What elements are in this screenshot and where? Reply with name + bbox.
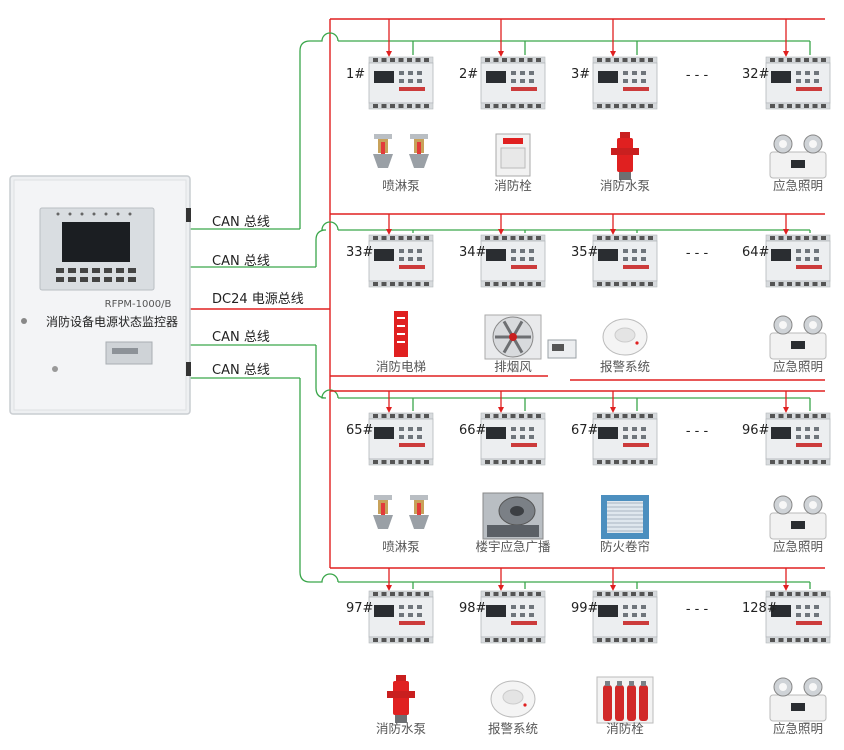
hydrant-icon (387, 675, 415, 723)
module-id-label: 1# (346, 67, 365, 82)
device-label: 排烟风 (494, 359, 532, 374)
can-bus-label-1: CAN 总线 (212, 215, 270, 230)
emergency-light-icon (769, 495, 827, 540)
module-id-label: 2# (459, 67, 478, 82)
device-label: 防火卷帘 (600, 539, 650, 554)
monitor-module (765, 412, 831, 466)
emergency-light-icon (769, 315, 827, 360)
device-label: 应急照明 (773, 539, 823, 554)
device-label: 消防水泵 (600, 178, 650, 193)
can-bus-label-3: CAN 总线 (212, 330, 270, 345)
monitor-module (368, 590, 434, 644)
monitor-module (592, 412, 658, 466)
module-id-label: 99# (571, 601, 598, 616)
module-id-label: 3# (571, 67, 590, 82)
ellipsis-label: - - - (686, 424, 709, 439)
monitor-module (765, 56, 831, 110)
module-id-label: 34# (459, 245, 486, 260)
ellipsis-label: - - - (686, 68, 709, 83)
monitor-module (480, 56, 546, 110)
adapter-box (547, 339, 577, 359)
module-id-label: 128# (742, 601, 778, 616)
device-label: 消防栓 (606, 721, 644, 736)
monitor-module (592, 590, 658, 644)
gas-cylinder-icon (596, 676, 654, 724)
sprinkler-icon (373, 495, 429, 529)
monitor-module (480, 234, 546, 288)
monitor-module (480, 412, 546, 466)
fire-elevator-sign-icon (394, 311, 408, 357)
ellipsis-label: - - - (686, 246, 709, 261)
device-label: 应急照明 (773, 721, 823, 736)
controller-model-label: RFPM-1000/B (105, 299, 172, 310)
module-id-label: 33# (346, 245, 373, 260)
monitor-module (480, 590, 546, 644)
fire-shutter-icon (601, 495, 649, 539)
device-label: 喷淋泵 (382, 178, 420, 193)
device-label: 报警系统 (600, 359, 650, 374)
device-label: 消防栓 (494, 178, 532, 193)
device-label: 报警系统 (488, 721, 538, 736)
module-id-label: 66# (459, 423, 486, 438)
bus-wiring (190, 18, 825, 591)
module-id-label: 35# (571, 245, 598, 260)
can-bus-label-2: CAN 总线 (212, 254, 270, 269)
monitor-module (368, 412, 434, 466)
device-label: 应急照明 (773, 359, 823, 374)
monitor-module (592, 56, 658, 110)
monitor-module (368, 234, 434, 288)
emergency-light-icon (769, 677, 827, 722)
controller-name-label: 消防设备电源状态监控器 (46, 314, 178, 329)
module-id-label: 96# (742, 423, 769, 438)
device-label: 消防电梯 (376, 359, 426, 374)
module-id-label: 98# (459, 601, 486, 616)
can-bus-label-4: CAN 总线 (212, 363, 270, 378)
module-id-label: 64# (742, 245, 769, 260)
smoke-detector-icon (490, 680, 536, 718)
module-id-label: 32# (742, 67, 769, 82)
monitor-controller: RFPM-1000/B 消防设备电源状态监控器 (9, 175, 191, 415)
hydrant-cabinet-icon (495, 133, 531, 177)
module-id-label: 97# (346, 601, 373, 616)
device-label: 应急照明 (773, 178, 823, 193)
ellipsis-label: - - - (686, 602, 709, 617)
exhaust-fan-icon (484, 314, 542, 360)
device-label: 消防水泵 (376, 721, 426, 736)
module-id-label: 65# (346, 423, 373, 438)
monitor-module (592, 234, 658, 288)
hydrant-icon (611, 132, 639, 180)
module-id-label: 67# (571, 423, 598, 438)
monitor-module (765, 234, 831, 288)
monitor-module (368, 56, 434, 110)
monitor-module (765, 590, 831, 644)
smoke-detector-icon (602, 318, 648, 356)
device-label: 喷淋泵 (382, 539, 420, 554)
device-label: 楼宇应急广播 (475, 539, 551, 554)
power-bus-label: DC24 电源总线 (212, 292, 304, 307)
emergency-light-icon (769, 134, 827, 179)
broadcast-horn-icon (482, 492, 544, 540)
sprinkler-icon (373, 134, 429, 168)
